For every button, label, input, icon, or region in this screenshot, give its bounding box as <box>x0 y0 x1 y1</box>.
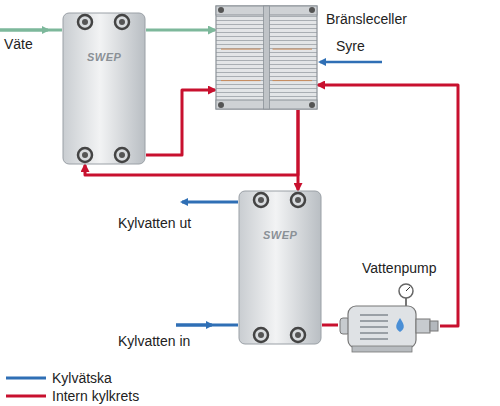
fuel-cell-stack <box>215 5 318 110</box>
coolant-in-arrow <box>176 324 212 327</box>
legend-red-line <box>6 395 46 398</box>
port-label: Kylvatten ut <box>118 215 191 231</box>
plate-heat-exchanger <box>238 190 322 345</box>
pipe-connector <box>297 110 300 190</box>
pipe-connector <box>146 29 215 32</box>
hydrogen-line <box>0 29 62 32</box>
pipe-connector <box>322 324 338 327</box>
port-label: Kylvatten in <box>118 333 190 349</box>
plate-heat-exchanger <box>62 12 146 165</box>
component-label: Vattenpump <box>362 260 436 276</box>
coolant-out-line <box>182 201 238 204</box>
brand-logo: SWEP <box>263 227 297 243</box>
heat-exchanger-bottom: SWEP <box>238 190 322 345</box>
pipe-connector <box>318 85 458 326</box>
input-label: Syre <box>336 38 365 54</box>
pipe-connector <box>146 90 215 155</box>
coolant-in-line <box>176 324 238 327</box>
brand-logo: SWEP <box>87 49 121 65</box>
water-pump-box: Vattenpump <box>338 282 440 355</box>
legend-text: Kylvätska <box>52 370 112 386</box>
oxygen-arrow <box>320 61 382 64</box>
heat-exchanger-top: SWEP <box>62 12 146 165</box>
water-pump <box>338 282 440 355</box>
hydrogen-arrow <box>0 29 48 32</box>
legend-blue-line <box>6 377 46 380</box>
input-label: Väte <box>4 36 33 52</box>
fuel-cell-stack-box: Bränsleceller <box>215 5 318 110</box>
legend-text: Intern kylkrets <box>52 388 139 404</box>
component-label: Bränsleceller <box>326 11 407 27</box>
